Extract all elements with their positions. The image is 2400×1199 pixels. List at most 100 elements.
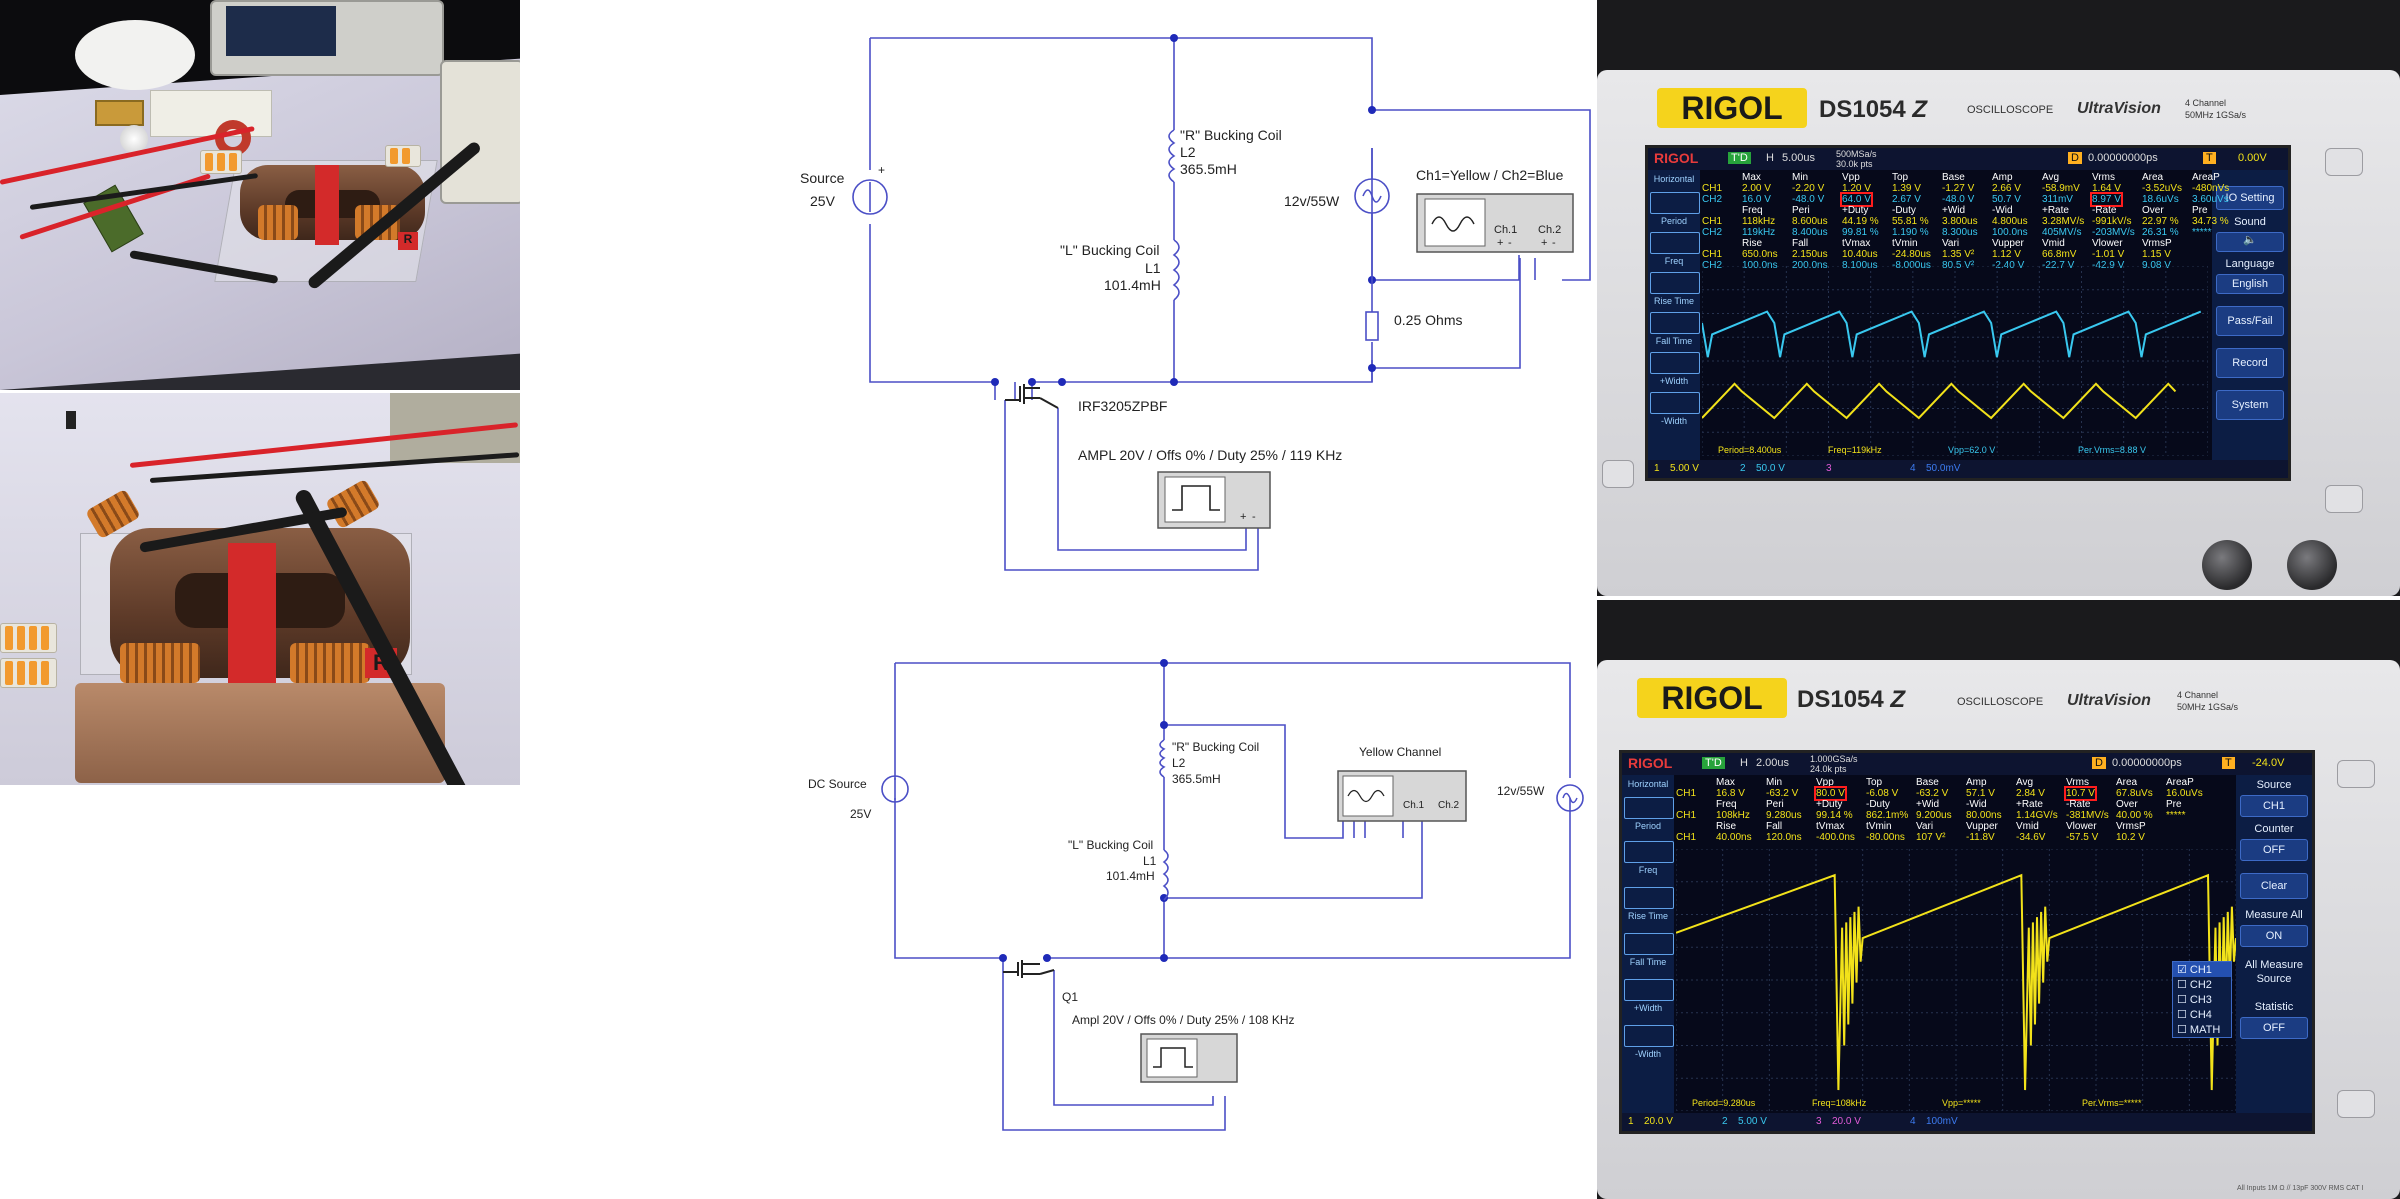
scope-top-menu-horizontal[interactable]: Horizontal	[1653, 174, 1695, 184]
scope-bottom-clear[interactable]: Clear	[2240, 873, 2308, 899]
scope-bottom-rise-icon[interactable]	[1624, 887, 1674, 909]
scope-bottom-nwidth-icon[interactable]	[1624, 1025, 1674, 1047]
scope-bottom-tagline: OSCILLOSCOPE	[1957, 696, 2044, 708]
meas-value: -58.9mV	[2042, 183, 2080, 194]
scope-bottom-statistic[interactable]: Statistic	[2254, 1001, 2294, 1013]
scope-top-knob-2[interactable]	[2287, 540, 2337, 590]
scope-top-freq-icon[interactable]	[1650, 232, 1700, 254]
scope-top-ch4-badge[interactable]: 4	[1910, 463, 1916, 474]
meas-value: -6.08 V	[1866, 788, 1899, 799]
scope-top-stat-freq: Freq=119kHz	[1828, 445, 1882, 455]
source-option-ch4[interactable]: ☐ CH4	[2177, 1009, 2212, 1021]
scope-top-menu-period[interactable]: Period	[1660, 216, 1687, 226]
schematic-bottom-ch1-label: Ch.1	[1403, 800, 1425, 811]
scope-bottom-counter-value[interactable]: OFF	[2240, 839, 2308, 861]
schematic-bottom-l-coil-symbol	[1162, 849, 1169, 901]
meas-value: 1.20 V	[1842, 183, 1871, 194]
scope-top-menu-pwidth[interactable]: +Width	[1659, 376, 1689, 386]
scope-top-io-setting[interactable]: IO Setting	[2216, 186, 2284, 210]
scope-top-speaker-icon[interactable]: 🔈	[2216, 232, 2284, 252]
scope-bottom-ultravision: UltraVision	[2067, 692, 2151, 709]
meas-value: 50.7 V	[1992, 194, 2021, 205]
scope-top-record[interactable]: Record	[2216, 348, 2284, 378]
meas-header-cell: Vmid	[2042, 238, 2065, 249]
scope-bottom-stat-vrms: Per.Vrms=*****	[2082, 1098, 2142, 1108]
scope-bottom-right-menu: Source CH1 Counter OFF Clear Measure All…	[2236, 775, 2312, 1113]
scope-bottom-ch4-badge[interactable]: 4	[1910, 1116, 1916, 1127]
scope-bottom-fall-icon[interactable]	[1624, 933, 1674, 955]
scope-top-menu-rise[interactable]: Rise Time	[1653, 296, 1694, 306]
meas-header-cell: Freq	[1716, 799, 1737, 810]
source-option-math[interactable]: ☐ MATH	[2177, 1024, 2221, 1036]
source-option-ch2[interactable]: ☐ CH2	[2177, 979, 2212, 991]
scope-top-fall-icon[interactable]	[1650, 312, 1700, 334]
meas-header-cell: Top	[1892, 172, 1909, 183]
meas-value: 10.40us	[1842, 249, 1878, 260]
scope-bottom-softkey-1[interactable]	[2337, 760, 2375, 788]
photo-wago-connector-2	[385, 145, 421, 167]
scope-top-menu-nwidth[interactable]: -Width	[1660, 416, 1687, 426]
scope-bottom-source-value[interactable]: CH1	[2240, 795, 2308, 817]
scope-top-menu-freq[interactable]: Freq	[1664, 256, 1684, 266]
meas-value: -480nVs	[2192, 183, 2230, 194]
source-option-ch1[interactable]: ☑ CH1	[2173, 962, 2231, 977]
meas-value: 40.00 %	[2116, 810, 2153, 821]
scope-bottom-period-icon[interactable]	[1624, 797, 1674, 819]
meas-value: 405MV/s	[2042, 227, 2082, 238]
scope-top-softkey-2[interactable]	[2325, 485, 2363, 513]
scope-bottom-counter[interactable]: Counter	[2254, 823, 2294, 835]
scope-top-language-value[interactable]: English	[2216, 274, 2284, 294]
meas-header-cell: Vrms	[2066, 777, 2089, 788]
meas-value: 3.60uVs	[2192, 194, 2229, 205]
scope-top-ch1-badge[interactable]: 1	[1654, 463, 1660, 474]
scope-top-language[interactable]: Language	[2225, 258, 2275, 270]
scope-bottom-menu-rise[interactable]: Rise Time	[1627, 911, 1668, 921]
scope-bottom-menu-period[interactable]: Period	[1634, 821, 1661, 831]
scope-bottom-freq-icon[interactable]	[1624, 841, 1674, 863]
scope-top-rise-icon[interactable]	[1650, 272, 1700, 294]
meas-header-cell: Vpp	[1816, 777, 1834, 788]
meas-header-cell: Over	[2116, 799, 2138, 810]
scope-bottom-pwidth-icon[interactable]	[1624, 979, 1674, 1001]
scope-bottom-menu-fall[interactable]: Fall Time	[1629, 957, 1667, 967]
scope-bottom-menu-horizontal[interactable]: Horizontal	[1627, 779, 1669, 789]
meas-channel-label: CH2	[1702, 194, 1723, 205]
meas-header-cell: Max	[1742, 172, 1761, 183]
scope-bottom-ch2-badge[interactable]: 2	[1722, 1116, 1728, 1127]
scope-top-ch3-badge[interactable]: 3	[1826, 463, 1832, 474]
scope-top-menu-fall[interactable]: Fall Time	[1655, 336, 1693, 346]
scope-top-tagline: OSCILLOSCOPE	[1967, 104, 2054, 116]
scope-bottom-ch3-badge[interactable]: 3	[1816, 1116, 1822, 1127]
scope-bottom-menu-nwidth[interactable]: -Width	[1634, 1049, 1661, 1059]
scope-top-spec2: 50MHz 1GSa/s	[2185, 110, 2247, 120]
scope-top-period-icon[interactable]	[1650, 192, 1700, 214]
scope-bottom-measure-all[interactable]: Measure All	[2245, 909, 2303, 921]
scope-top-softkey-1[interactable]	[2325, 148, 2363, 176]
scope-bottom-source[interactable]: Source	[2256, 779, 2292, 791]
source-option-ch3[interactable]: ☐ CH3	[2177, 994, 2212, 1006]
scope-top-passfail[interactable]: Pass/Fail	[2216, 306, 2284, 336]
scope-top-nwidth-icon[interactable]	[1650, 392, 1700, 414]
scope-bottom-menu-freq[interactable]: Freq	[1638, 865, 1658, 875]
meas-value: 57.1 V	[1966, 788, 1995, 799]
schematic-top-lamp-label: 12v/55W	[1284, 193, 1340, 209]
scope-top-d-label: D	[2068, 152, 2082, 164]
scope-bottom-menu-pwidth[interactable]: +Width	[1633, 1003, 1663, 1013]
scope-bottom-measure-all-value[interactable]: ON	[2240, 925, 2308, 947]
scope-top-softkey-3[interactable]	[1602, 460, 1634, 488]
scope-top-ch2-badge[interactable]: 2	[1740, 463, 1746, 474]
scope-top-sound[interactable]: Sound	[2234, 216, 2266, 228]
scope-bottom-all-measure-source[interactable]: Source	[2256, 973, 2292, 985]
scope-top-model-z: Z	[1912, 96, 1928, 123]
scope-top-pwidth-icon[interactable]	[1650, 352, 1700, 374]
meas-header-cell: Fall	[1766, 821, 1783, 832]
scope-bottom-ch1-badge[interactable]: 1	[1628, 1116, 1634, 1127]
scope-bottom-softkey-2[interactable]	[2337, 1090, 2375, 1118]
scope-top-knob-1[interactable]	[2202, 540, 2252, 590]
scope-top-system[interactable]: System	[2216, 390, 2284, 420]
scope-bottom-statistic-value[interactable]: OFF	[2240, 1017, 2308, 1039]
photo-bench-overview: R	[0, 0, 520, 390]
scope-top-ultravision: UltraVision	[2077, 100, 2161, 117]
scope-top-spec1: 4 Channel	[2185, 98, 2227, 108]
scope-bottom-all-measure[interactable]: All Measure	[2244, 959, 2304, 971]
